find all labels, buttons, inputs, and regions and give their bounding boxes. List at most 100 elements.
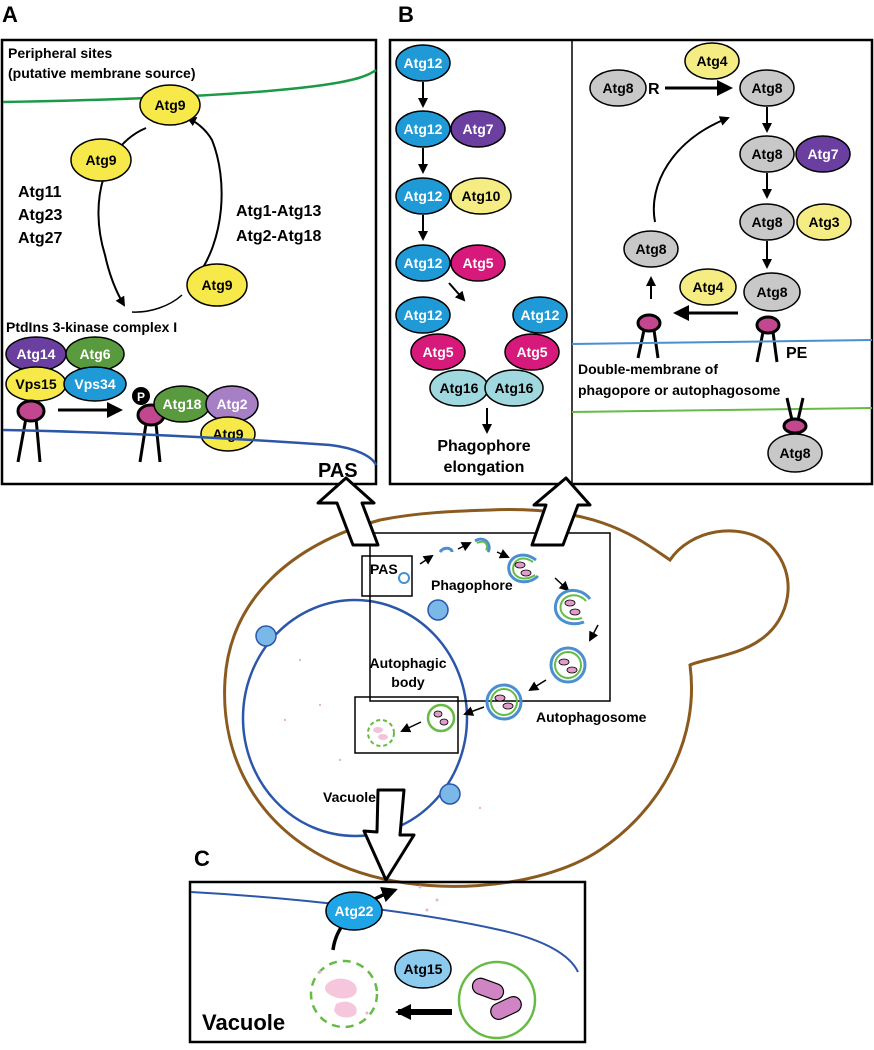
autophagosome-label-cell: Autophagosome [536, 709, 647, 725]
svg-text:Atg10: Atg10 [462, 188, 501, 204]
autophagic-body-degrading [367, 719, 395, 747]
recycle-arrow [652, 116, 730, 223]
progression-arrow-4 [554, 577, 570, 592]
factor-atg23: Atg23 [18, 207, 63, 224]
progression-arrow-5 [589, 624, 599, 642]
vacuole-label-c: Vacuole [202, 1010, 285, 1035]
panel-c-letter: C [194, 846, 210, 871]
svg-text:Atg5: Atg5 [462, 255, 493, 271]
atg7-node-right: Atg7 [795, 135, 851, 173]
arrow-to-panel-a [316, 476, 380, 547]
svg-text:Atg12: Atg12 [404, 121, 443, 137]
svg-text:Vps34: Vps34 [74, 376, 115, 392]
atg16-node-2: Atg16 [484, 369, 544, 407]
bottom-atg8-lipid [782, 397, 808, 435]
factor-atg11: Atg11 [18, 184, 62, 201]
svg-text:Vps15: Vps15 [15, 376, 56, 392]
atg7-node-left: Atg7 [450, 110, 506, 148]
svg-text:Atg9: Atg9 [154, 97, 185, 113]
progression-arrow-3 [496, 549, 510, 559]
atg2-node: Atg2 [205, 385, 259, 423]
phagophore-label-cell: Phagophore [431, 577, 513, 593]
svg-text:Atg9: Atg9 [201, 277, 232, 293]
progression-arrow-2 [457, 542, 472, 552]
svg-text:Atg9: Atg9 [85, 152, 116, 168]
atg3-node: Atg3 [796, 203, 852, 241]
atg12-node-6: Atg12 [512, 296, 568, 334]
panel-a: A Peripheral sites (putative membrane so… [0, 2, 378, 486]
factor-atg1-atg13: Atg1-Atg13 [236, 203, 321, 220]
atg5-node-3: Atg5 [504, 333, 560, 371]
phagophore-zoom-box [369, 532, 611, 702]
atg10-node: Atg10 [450, 177, 512, 215]
phagophore-elongation-line1: Phagophore [437, 438, 530, 455]
svg-text:Atg12: Atg12 [404, 55, 443, 71]
atg12-node-4: Atg12 [395, 244, 451, 282]
arrow-to-panel-c [362, 788, 416, 882]
chain-arrow-4 [448, 282, 466, 302]
autophagosome-stage-2 [485, 683, 523, 721]
svg-text:Atg7: Atg7 [807, 146, 838, 162]
phagophore-elongation-line2: elongation [444, 459, 525, 476]
svg-text:Atg22: Atg22 [335, 903, 374, 919]
phagophore-stage-1 [438, 546, 454, 553]
svg-text:Atg12: Atg12 [404, 307, 443, 323]
arrow-to-panel-b [530, 476, 592, 547]
atg16-node-1: Atg16 [429, 369, 489, 407]
panel-b-frame [388, 38, 874, 486]
pas-zoom-box [361, 555, 413, 597]
atg22-node: Atg22 [325, 891, 383, 931]
vps15-node: Vps15 [5, 366, 67, 402]
svg-text:Atg4: Atg4 [692, 279, 723, 295]
atg12-node-3: Atg12 [395, 177, 451, 215]
svg-text:Atg7: Atg7 [462, 121, 493, 137]
free-lipid-right [636, 313, 662, 359]
vacuole-vesicle-3 [439, 783, 461, 805]
atg18-node: Atg18 [153, 385, 211, 423]
vps34-node: Vps34 [63, 366, 127, 402]
svg-text:Atg18: Atg18 [163, 396, 202, 412]
atg8r-node: Atg8 [589, 69, 647, 107]
atg4-top-node: Atg4 [684, 42, 740, 80]
vacuole-membrane-c [190, 891, 579, 973]
panel-c-frame [188, 880, 587, 1044]
phagophore-stage-4 [553, 589, 592, 626]
atg14-node: Atg14 [5, 336, 67, 372]
atg9-right-node: Atg9 [186, 263, 248, 307]
atg5-node-2: Atg5 [410, 333, 466, 371]
intact-autophagic-body [457, 960, 537, 1040]
autophagic-body-fusing [426, 703, 456, 733]
svg-text:Atg8: Atg8 [635, 241, 666, 257]
atg8-left-node: Atg8 [623, 230, 679, 268]
svg-text:Atg12: Atg12 [404, 255, 443, 271]
autophagic-body-label-1: Autophagic [370, 655, 447, 671]
autophagic-body-label-2: body [391, 674, 425, 690]
kinase-complex-label: PtdIns 3-kinase complex I [6, 319, 177, 335]
atg9-bottom-node: Atg9 [200, 416, 256, 452]
degrading-autophagic-body [309, 959, 379, 1029]
atg9-top-node: Atg9 [139, 84, 201, 126]
phosphate-label: P [137, 390, 145, 404]
panel-a-frame [0, 38, 378, 486]
svg-text:Atg16: Atg16 [495, 380, 534, 396]
pe-label: PE [786, 345, 808, 362]
atg8-node-2: Atg8 [739, 135, 795, 173]
double-membrane-line2: phagopore or autophagosome [578, 382, 780, 398]
ptdins-lipid [16, 399, 46, 463]
svg-text:Atg6: Atg6 [79, 346, 110, 362]
svg-text:Atg5: Atg5 [422, 344, 453, 360]
atg8-pe-lipid [755, 315, 781, 363]
peripheral-sites-subtitle: (putative membrane source) [8, 65, 196, 81]
svg-text:Atg12: Atg12 [404, 188, 443, 204]
vacuole-vesicle-1 [427, 599, 449, 621]
factor-atg2-atg18: Atg2-Atg18 [236, 228, 321, 245]
svg-text:Atg16: Atg16 [440, 380, 479, 396]
progression-arrow-1 [419, 554, 434, 565]
svg-text:Atg8: Atg8 [779, 445, 810, 461]
vacuole-vesicle-2 [255, 625, 277, 647]
atg4-mid-node: Atg4 [679, 268, 737, 306]
svg-text:Atg8: Atg8 [751, 146, 782, 162]
atg8-bottom-node: Atg8 [767, 433, 823, 473]
vacuole-membrane [241, 598, 469, 838]
svg-text:Atg8: Atg8 [751, 80, 782, 96]
